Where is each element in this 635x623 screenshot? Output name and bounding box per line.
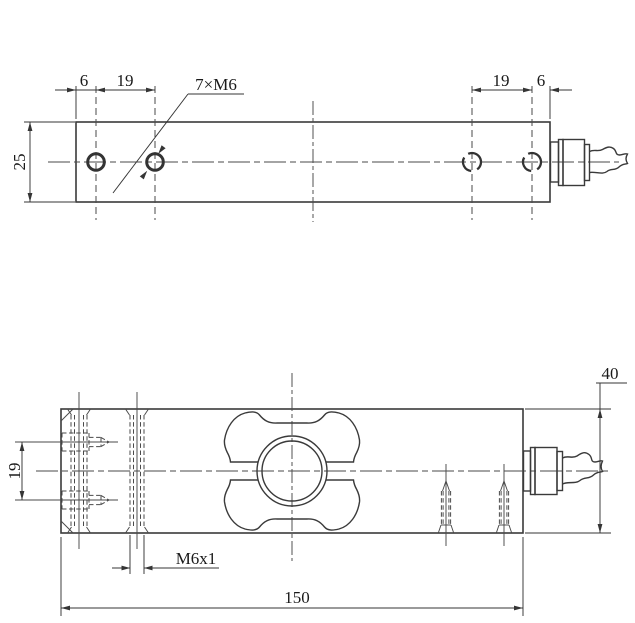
threaded-hole bbox=[461, 151, 483, 173]
thread-callout-M6x1: M6x1 bbox=[112, 535, 219, 574]
dim-text-hole-spacing-right: 19 bbox=[493, 71, 510, 90]
hidden-line bbox=[498, 491, 510, 525]
drill-point bbox=[100, 436, 111, 448]
cable-break-symbol bbox=[562, 452, 604, 485]
arrowhead bbox=[597, 409, 603, 418]
thread-callout-7xM6: 7×M6 bbox=[112, 75, 244, 194]
countersink-chamfer bbox=[125, 408, 149, 416]
dimension-width-25: 25 bbox=[10, 121, 75, 203]
pocket-lobe bbox=[223, 479, 278, 531]
arrowhead bbox=[27, 193, 33, 202]
vertical-hole-column-m6x1 bbox=[125, 392, 149, 549]
hidden-line bbox=[61, 490, 89, 510]
countersink-chamfer bbox=[67, 526, 91, 534]
pocket-lobe bbox=[306, 411, 361, 463]
arrowhead bbox=[67, 87, 76, 93]
arrowhead bbox=[514, 605, 523, 611]
entry-chamfer bbox=[495, 524, 513, 534]
cable-break-symbol bbox=[589, 146, 629, 174]
pocket-lobe bbox=[223, 411, 278, 463]
arrowhead bbox=[139, 170, 148, 180]
hidden-line bbox=[88, 491, 102, 509]
blind-tapped-hole bbox=[495, 464, 513, 546]
drill-point bbox=[500, 479, 508, 492]
arrowhead bbox=[19, 442, 25, 451]
side-tapped-hole bbox=[15, 432, 118, 452]
boss-outer-circle bbox=[256, 435, 328, 507]
thread-arc bbox=[527, 151, 543, 171]
arrowhead bbox=[27, 122, 33, 131]
gland-step bbox=[583, 143, 591, 182]
corner-chamfer bbox=[60, 408, 74, 422]
corner-chamfer bbox=[60, 520, 74, 534]
pocket-lobe bbox=[306, 479, 361, 531]
dimension-left-offsets: 6 19 bbox=[55, 71, 155, 119]
mounting-hole bbox=[86, 152, 106, 172]
mounting-hole bbox=[145, 152, 165, 172]
arrowhead bbox=[523, 87, 532, 93]
thread-callout-text: M6x1 bbox=[176, 549, 217, 568]
dimension-length-150: 150 bbox=[60, 537, 524, 616]
cable-gland-side-view bbox=[522, 446, 604, 496]
gland-step bbox=[556, 450, 564, 492]
leader-line bbox=[112, 93, 189, 194]
entry-chamfer bbox=[437, 524, 455, 534]
arrowhead bbox=[158, 145, 166, 154]
blind-tapped-hole bbox=[437, 464, 455, 546]
drill-point bbox=[442, 479, 450, 492]
threaded-hole bbox=[521, 151, 543, 173]
arrowhead bbox=[472, 87, 481, 93]
thread-arc bbox=[461, 156, 472, 173]
countersink-chamfer bbox=[125, 526, 149, 534]
drill-point bbox=[100, 494, 111, 506]
dim-text-height: 40 bbox=[602, 364, 619, 383]
gland-body bbox=[562, 138, 586, 187]
side-tapped-hole bbox=[15, 490, 118, 510]
thread-arc bbox=[521, 156, 532, 173]
cable-gland-top-view bbox=[549, 138, 629, 187]
dimension-right-offsets: 19 6 bbox=[472, 71, 572, 119]
hidden-line bbox=[442, 491, 450, 525]
hidden-line bbox=[88, 433, 102, 451]
dim-text-width: 25 bbox=[10, 154, 29, 171]
arrowhead bbox=[550, 87, 559, 93]
hidden-line bbox=[61, 432, 89, 452]
arrowhead bbox=[121, 565, 130, 571]
dim-text-hole-spacing: 19 bbox=[5, 463, 24, 480]
hidden-line bbox=[500, 491, 508, 525]
thread-callout-text: 7×M6 bbox=[195, 75, 237, 94]
hidden-line bbox=[440, 491, 452, 525]
dim-text-edge-offset-right: 6 bbox=[537, 71, 546, 90]
arrowhead bbox=[144, 565, 153, 571]
arrowhead bbox=[61, 605, 70, 611]
boss-inner-circle bbox=[261, 440, 323, 502]
dim-text-edge-offset-left: 6 bbox=[80, 71, 89, 90]
arrowhead bbox=[96, 87, 105, 93]
arrowhead bbox=[146, 87, 155, 93]
dim-text-hole-spacing-left: 19 bbox=[117, 71, 134, 90]
load-pocket bbox=[223, 411, 361, 531]
dimension-height-40: 40 bbox=[525, 364, 627, 534]
dimension-hole-spacing-19: 19 bbox=[5, 442, 25, 500]
dim-text-length: 150 bbox=[284, 588, 310, 607]
thread-arc bbox=[467, 151, 483, 171]
countersink-chamfer bbox=[67, 408, 91, 416]
top-view: 6 19 19 6 25 7×M6 bbox=[10, 71, 629, 222]
arrowhead bbox=[19, 491, 25, 500]
side-view: 19 bbox=[5, 364, 627, 616]
arrowhead bbox=[597, 524, 603, 533]
vertical-hole-column bbox=[67, 392, 91, 549]
